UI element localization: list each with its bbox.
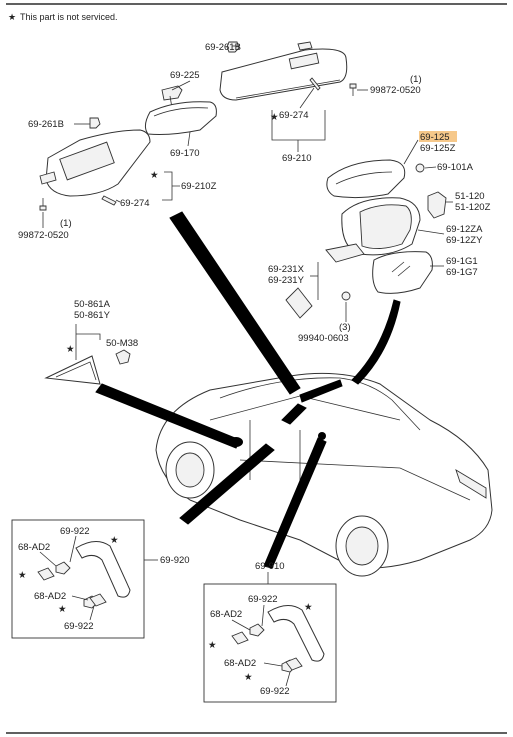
box-69-920	[11, 519, 145, 639]
triangle-molding-50-861A	[44, 355, 101, 385]
visor-clip-top	[226, 41, 240, 53]
label-69-922-b: 69-922	[64, 621, 94, 632]
label-69-170: 69-170	[170, 148, 200, 159]
label-69-274-top: 69-274	[279, 110, 309, 121]
visor-clip-left	[89, 117, 101, 129]
label-69-231Y: 69-231Y	[268, 275, 305, 286]
rod-69-274-top	[309, 77, 321, 91]
label-68-AD2-c: 68-AD2	[210, 609, 242, 620]
leader-visor-to-car	[169, 211, 301, 395]
label-99872-0520-right: 99872-0520	[370, 85, 421, 96]
mirror-motor-51-120	[427, 191, 447, 219]
screw-top-right	[349, 83, 357, 96]
label-51-120Z: 51-120Z	[455, 202, 491, 213]
star-box910-c: ★	[244, 672, 253, 683]
label-99872-0520-left: 99872-0520	[18, 230, 69, 241]
label-68-AD2-a: 68-AD2	[18, 542, 50, 553]
label-qty-1-left: (1)	[60, 218, 72, 229]
car-body	[155, 372, 493, 577]
leader-dot-right	[318, 432, 326, 440]
leader-grip-920	[179, 443, 275, 525]
label-qty-1-right: (1)	[410, 74, 422, 85]
rod-69-274-left	[101, 195, 117, 206]
note-star: ★	[8, 12, 16, 22]
nut-99940-0603	[341, 291, 351, 301]
label-50-861A: 50-861A	[74, 299, 111, 310]
mirror-glass-69-1G1	[372, 251, 433, 294]
note-text: This part is not serviced.	[20, 12, 118, 22]
label-69-922-a: 69-922	[60, 526, 90, 537]
star-molding: ★	[66, 344, 75, 355]
mirror-base-wiring	[285, 243, 365, 319]
label-51-120: 51-120	[455, 191, 485, 202]
label-69-922-c: 69-922	[248, 594, 278, 605]
leader-visor-roof	[299, 379, 343, 403]
label-69-101A: 69-101A	[437, 162, 474, 173]
label-69-261B-left: 69-261B	[28, 119, 64, 130]
leader-dot-left	[229, 437, 243, 447]
leader-mirror-to-car	[351, 299, 401, 385]
label-50-861Y: 50-861Y	[74, 310, 111, 321]
label-qty-3: (3)	[339, 322, 351, 333]
label-69-910: 69-910	[255, 561, 285, 572]
label-69-210Z: 69-210Z	[181, 181, 217, 192]
star-visor-top: ★	[270, 112, 279, 123]
sun-visor-left	[45, 129, 151, 197]
label-69-210: 69-210	[282, 153, 312, 164]
label-69-920: 69-920	[160, 555, 190, 566]
screw-left	[39, 198, 47, 211]
label-69-12ZA: 69-12ZA	[446, 224, 483, 235]
label-50-M38: 50-M38	[106, 338, 138, 349]
rearview-mirror-69-170	[144, 101, 217, 135]
label-69-261B-top: 69-261B	[205, 42, 241, 53]
label-69-1G1: 69-1G1	[446, 256, 478, 267]
screw-69-101A	[415, 163, 425, 173]
label-69-922-d: 69-922	[260, 686, 290, 697]
assist-grip-69-920	[37, 541, 131, 609]
leader-grip-910	[263, 437, 327, 569]
star-box920-c: ★	[58, 604, 67, 615]
star-visor-left: ★	[150, 170, 159, 181]
star-box910-b: ★	[208, 640, 217, 651]
label-69-125: 69-125	[420, 132, 450, 143]
label-69-225: 69-225	[170, 70, 200, 81]
label-68-AD2-d: 68-AD2	[224, 658, 256, 669]
highlight-69-125	[419, 131, 457, 142]
clip-50-M38	[115, 349, 131, 365]
leader-roof-patch	[281, 403, 307, 425]
label-69-12ZY: 69-12ZY	[446, 235, 483, 246]
label-69-125Z: 69-125Z	[420, 143, 456, 154]
label-69-231X: 69-231X	[268, 264, 305, 275]
star-box920-b: ★	[18, 570, 27, 581]
label-99940-0603: 99940-0603	[298, 333, 349, 344]
label-68-AD2-b: 68-AD2	[34, 591, 66, 602]
box-69-910	[203, 583, 337, 703]
assist-grip-69-910	[231, 605, 325, 673]
label-69-1G7: 69-1G7	[446, 267, 478, 278]
visor-hinge-top	[297, 41, 313, 51]
label-69-274-left: 69-274	[120, 198, 150, 209]
star-box920-a: ★	[110, 535, 119, 546]
mirror-cover-69-125	[326, 159, 406, 199]
mirror-housing-69-12ZA	[341, 197, 421, 256]
sun-visor-right	[219, 48, 348, 101]
star-box910-a: ★	[304, 602, 313, 613]
visor-hinge-left	[39, 171, 57, 185]
